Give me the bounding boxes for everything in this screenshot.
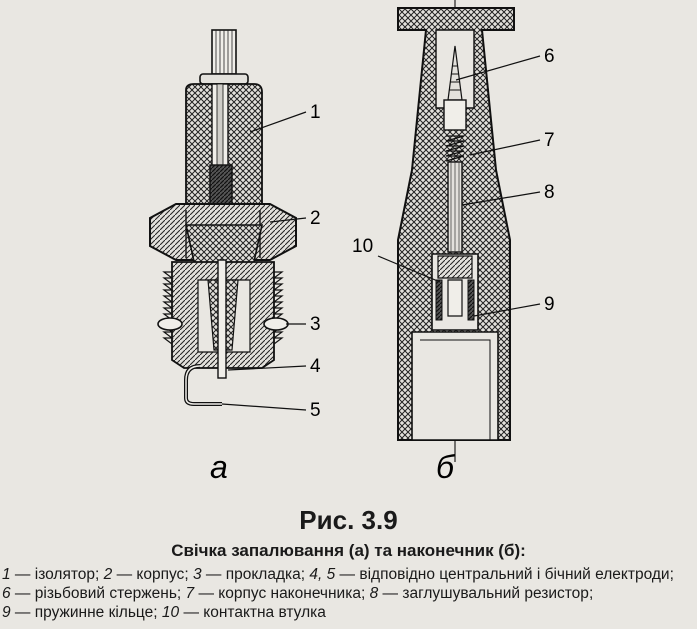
legend-text: контактна втулка: [203, 604, 326, 621]
legend-line-1: 1 — ізолятор; 2 — корпус; 3 — прокладка;…: [2, 566, 674, 583]
spark-plug-drawing: [149, 29, 307, 411]
legend-number: 1: [2, 566, 11, 583]
legend-number: 9: [2, 604, 11, 621]
callout-1: 1: [310, 102, 321, 123]
callout-4: 4: [310, 356, 321, 377]
legend-text: прокладка: [225, 566, 301, 583]
legend-text: різьбовий стержень: [34, 585, 177, 602]
legend-text: пружинне кільце: [34, 604, 154, 621]
cap-drawing: [377, 0, 541, 462]
legend-number: 4, 5: [309, 566, 336, 583]
legend-text: ізолятор: [34, 566, 96, 583]
legend-text: корпус: [136, 566, 185, 583]
legend-line-2: 6 — різьбовий стержень; 7 — корпус након…: [2, 585, 594, 602]
figure-legend: 1 — ізолятор; 2 — корпус; 3 — прокладка;…: [2, 565, 694, 622]
legend-text: відповідно центральний і бічний електрод…: [359, 566, 670, 583]
callout-5: 5: [310, 400, 321, 421]
callout-2: 2: [310, 208, 321, 229]
callout-3: 3: [310, 314, 321, 335]
legend-line-3: 9 — пружинне кільце; 10 — контактна втул…: [2, 604, 326, 621]
figure-title: Свічка запалювання (а) та наконечник (б)…: [171, 541, 526, 560]
callout-8: 8: [544, 182, 555, 203]
figure-number: Рис. 3.9: [299, 505, 398, 535]
callout-6: 6: [544, 46, 555, 67]
legend-text: корпус наконечника: [218, 585, 361, 602]
subfigure-label-b: б: [436, 449, 455, 485]
figure-svg: 1 2 3 4 5 6 7 8 9 10 а б: [149, 0, 555, 485]
legend-number: 10: [161, 604, 180, 621]
subfigure-label-a: а: [210, 449, 228, 485]
legend-number: 7: [185, 585, 195, 602]
callouts-a: 1 2 3 4 5: [310, 102, 321, 421]
figure-illustration: 1 2 3 4 5 6 7 8 9 10 а б: [149, 0, 555, 485]
callout-9: 9: [544, 294, 555, 315]
callouts-b: 6 7 8 9 10: [352, 46, 555, 315]
legend-number: 3: [192, 566, 202, 583]
callout-7: 7: [544, 130, 555, 151]
callout-10: 10: [352, 236, 373, 257]
legend-number: 8: [369, 585, 379, 602]
legend-text: заглушувальний резистор: [402, 585, 589, 602]
legend-number: 6: [2, 585, 11, 602]
legend-number: 2: [103, 566, 113, 583]
